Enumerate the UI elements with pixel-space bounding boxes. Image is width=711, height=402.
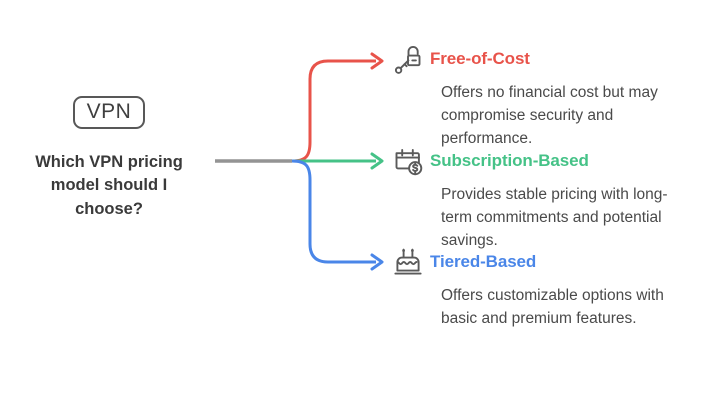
- arrowhead-green-icon: [370, 152, 384, 170]
- calendar-dollar-icon: [386, 140, 430, 182]
- branch-free-of-cost: Free-of-Cost Offers no financial cost bu…: [386, 38, 711, 150]
- arrowhead-red-icon: [370, 52, 384, 70]
- branch-list: Free-of-Cost Offers no financial cost bu…: [386, 0, 711, 402]
- arrowhead-blue-icon: [370, 253, 384, 271]
- connector-blue: [291, 159, 376, 264]
- branch-title: Subscription-Based: [430, 151, 589, 170]
- branch-description: Provides stable pricing with long-term c…: [441, 186, 668, 249]
- root-question-text: Which VPN pricing model should I choose?: [35, 153, 183, 218]
- tiered-cake-icon: [386, 241, 430, 283]
- connector-lines: [215, 52, 384, 271]
- branch-header: Free-of-Cost: [386, 38, 711, 80]
- branch-header: Subscription-Based: [386, 140, 711, 182]
- root-node: VPN Which VPN pricing model should I cho…: [0, 96, 218, 221]
- connector-red: [291, 59, 376, 163]
- branch-description: Offers customizable options with basic a…: [441, 287, 664, 327]
- branch-tiered-based: Tiered-Based Offers customizable options…: [386, 241, 711, 331]
- branch-subscription-based: Subscription-Based Provides stable prici…: [386, 140, 711, 252]
- branch-header: Tiered-Based: [386, 241, 711, 283]
- branch-title: Free-of-Cost: [430, 49, 530, 68]
- branch-description: Offers no financial cost but may comprom…: [441, 84, 658, 147]
- vpn-badge: VPN: [72, 96, 146, 130]
- branch-title: Tiered-Based: [430, 252, 537, 271]
- open-padlock-with-key-icon: [386, 38, 430, 80]
